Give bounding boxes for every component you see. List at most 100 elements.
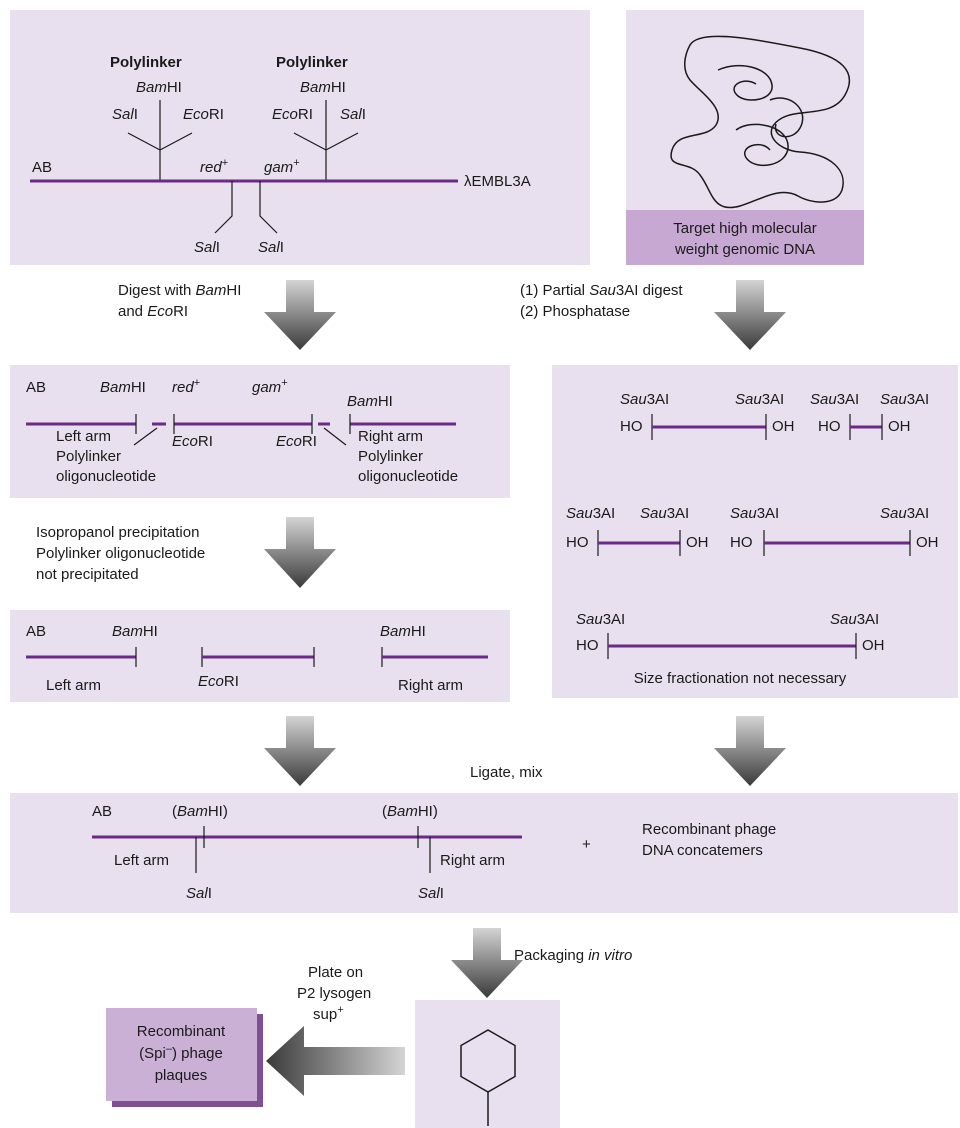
genomic-dna-squiggle	[670, 35, 851, 209]
sau3ai-label-r1-d: Sau3AI	[880, 391, 929, 408]
right-arm-label-ligation: Right arm	[440, 852, 505, 869]
right-arm-label-arms: Right arm	[398, 677, 463, 694]
plate-step-line3: sup+	[313, 1004, 344, 1023]
isopropanol-step-line1: Isopropanol precipitation	[36, 524, 199, 541]
purified-arms-panel: AB BamHI BamHI Left arm EcoRI Right arm	[10, 610, 510, 702]
sau3ai-label-r2-b: Sau3AI	[640, 505, 689, 522]
ab-label-ligation: AB	[92, 803, 112, 820]
ecori-label-digest-1: EcoRI	[172, 433, 213, 450]
sali-label-lower-2: SalI	[258, 239, 284, 256]
left-arrow-plate	[266, 1026, 405, 1096]
sali-tick-lower-1	[214, 181, 233, 234]
phosphatase-step: (2) Phosphatase	[520, 303, 630, 320]
bamhi-label-arms-left: BamHI	[112, 623, 158, 640]
ho-label-r2-b: HO	[730, 534, 753, 551]
partial-digest-step: (1) Partial Sau3AI digest	[520, 282, 683, 299]
polylinker-label-right: Polylinker	[276, 54, 348, 71]
right-polylinker-label: Polylinker	[358, 448, 423, 465]
left-oligo-label: oligonucleotide	[56, 468, 156, 485]
left-arm-label-arms: Left arm	[46, 677, 101, 694]
lambda-embl3a-label: λEMBL3A	[464, 173, 531, 190]
right-arm-label-digest: Right arm	[358, 428, 423, 445]
sau3ai-label-r1-b: Sau3AI	[735, 391, 784, 408]
sali-label-1: SalI	[112, 106, 138, 123]
oh-label-r1-b: OH	[888, 418, 911, 435]
concatemers-line1: Recombinant phage	[642, 821, 776, 838]
isopropanol-step-line3: not precipitated	[36, 566, 139, 583]
sau3ai-fragments-panel: Sau3AI Sau3AI Sau3AI Sau3AI HO OH HO OH …	[552, 365, 958, 698]
plate-step-line1: Plate on	[308, 964, 363, 981]
ho-label-r1-a: HO	[620, 418, 643, 435]
sau3ai-label-r2-a: Sau3AI	[566, 505, 615, 522]
sali-label-ligation-left: SalI	[186, 885, 212, 902]
sali-tick-lower-2	[259, 181, 278, 234]
bamhi-paren-label-right: (BamHI)	[382, 803, 438, 820]
down-arrow-isopropanol	[264, 517, 336, 588]
plaques-line1: Recombinant	[137, 1023, 226, 1040]
polylinker-tree-right	[293, 100, 359, 181]
genomic-dna-panel: Target high molecular weight genomic DNA	[626, 10, 864, 265]
recombinant-plaques-box: Recombinant (Spi–) phage plaques	[106, 1008, 263, 1107]
genomic-label-line1: Target high molecular	[673, 220, 816, 237]
ab-label-arms: AB	[26, 623, 46, 640]
bamhi-label-digest-left: BamHI	[100, 379, 146, 396]
sali-label-2: SalI	[340, 106, 366, 123]
plate-step-line2: P2 lysogen	[297, 985, 371, 1002]
ecori-label-digest-2: EcoRI	[276, 433, 317, 450]
oh-label-r2-b: OH	[916, 534, 939, 551]
sali-label-lower-1: SalI	[194, 239, 220, 256]
ecori-label-1: EcoRI	[183, 106, 224, 123]
gam-gene-label: gam+	[264, 157, 300, 176]
plaques-line2: (Spi–) phage	[139, 1043, 223, 1062]
ab-label: AB	[32, 159, 52, 176]
bamhi-paren-label-left: (BamHI)	[172, 803, 228, 820]
isopropanol-step-line2: Polylinker oligonucleotide	[36, 545, 205, 562]
plaques-line3: plaques	[155, 1067, 208, 1084]
sau3ai-label-r2-c: Sau3AI	[730, 505, 779, 522]
polylinker-tree-left	[127, 100, 193, 181]
sau3ai-label-r1-a: Sau3AI	[620, 391, 669, 408]
sau3ai-label-r3-a: Sau3AI	[576, 611, 625, 628]
ligation-panel: AB (BamHI) (BamHI) Left arm Right arm Sa…	[10, 793, 958, 913]
sau3ai-label-r3-b: Sau3AI	[830, 611, 879, 628]
digest-step-line1: Digest with BamHI	[118, 282, 241, 299]
bamhi-label-right: BamHI	[300, 79, 346, 96]
left-polylinker-label: Polylinker	[56, 448, 121, 465]
digested-vector-panel: AB BamHI red+ gam+ BamHI EcoRI EcoRI Lef…	[10, 365, 510, 498]
sau3ai-label-r2-d: Sau3AI	[880, 505, 929, 522]
red-gene-label: red+	[200, 157, 228, 176]
down-arrow-sau3ai	[714, 280, 786, 350]
down-arrow-digest	[264, 280, 336, 350]
ho-label-r2-a: HO	[566, 534, 589, 551]
ecori-label-2: EcoRI	[272, 106, 313, 123]
red-gene-label-digest: red+	[172, 377, 200, 396]
down-arrow-packaging	[451, 928, 523, 998]
ligate-mix-step: Ligate, mix	[470, 764, 543, 781]
bamhi-label-digest-right: BamHI	[347, 393, 393, 410]
bamhi-label-left: BamHI	[136, 79, 182, 96]
phage-panel	[415, 1000, 560, 1128]
oh-label-r3: OH	[862, 637, 885, 654]
genomic-label-line2: weight genomic DNA	[674, 241, 815, 258]
size-fractionation-note: Size fractionation not necessary	[634, 670, 847, 687]
right-oligo-label: oligonucleotide	[358, 468, 458, 485]
ho-label-r1-b: HO	[818, 418, 841, 435]
oh-label-r2-a: OH	[686, 534, 709, 551]
packaging-step: Packaging in vitro	[514, 947, 632, 964]
plus-sign: +	[582, 836, 591, 853]
lambda-vector-panel: Polylinker Polylinker BamHI BamHI SalI E…	[10, 10, 590, 265]
concatemers-line2: DNA concatemers	[642, 842, 763, 859]
left-arm-label-ligation: Left arm	[114, 852, 169, 869]
ho-label-r3: HO	[576, 637, 599, 654]
down-arrow-ligate-left	[264, 716, 336, 786]
polylinker-label-left: Polylinker	[110, 54, 182, 71]
gam-gene-label-digest: gam+	[252, 377, 288, 396]
sali-label-ligation-right: SalI	[418, 885, 444, 902]
bamhi-label-arms-right: BamHI	[380, 623, 426, 640]
left-arm-label-digest: Left arm	[56, 428, 111, 445]
digest-step-line2: and EcoRI	[118, 303, 188, 320]
ab-label-digest: AB	[26, 379, 46, 396]
ecori-label-arms: EcoRI	[198, 673, 239, 690]
